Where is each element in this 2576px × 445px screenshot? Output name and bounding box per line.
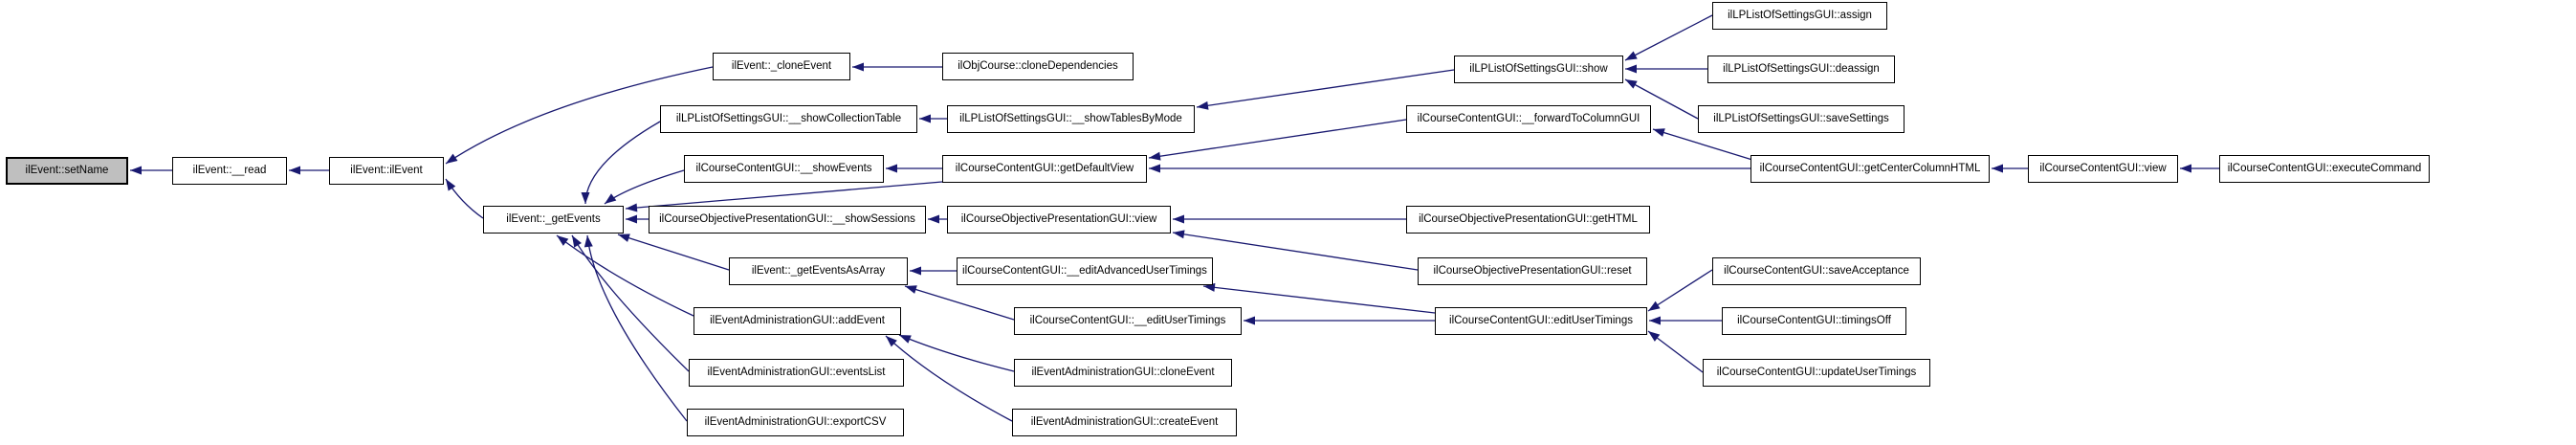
arrowhead-getevarr-to-getevents: [618, 234, 630, 242]
arrowhead-deassign-to-show: [1625, 64, 1637, 74]
arrowhead-cloneev-to-addevent: [899, 335, 912, 344]
edge-createev-to-addevent: [885, 335, 1013, 422]
graph-node-show[interactable]: ilLPListOfSettingsGUI::show: [1454, 56, 1623, 83]
graph-node-showevents[interactable]: ilCourseContentGUI::__showEvents: [684, 155, 884, 183]
arrowhead-updateut-to-editut: [1648, 331, 1661, 342]
graph-node-showtables[interactable]: ilLPListOfSettingsGUI::__showTablesByMod…: [947, 105, 1195, 133]
arrowhead-getcenter-to-forward: [1653, 128, 1665, 137]
arrowhead-timingsoff-to-editut: [1649, 316, 1661, 325]
graph-node-addevent[interactable]: ilEventAdministrationGUI::addEvent: [694, 307, 901, 335]
arrowhead-ccview-to-getcenter: [1992, 164, 2003, 173]
graph-node-ctor[interactable]: ilEvent::ilEvent: [329, 157, 444, 185]
edge-editutp-to-getevarr: [904, 285, 1015, 321]
graph-node-deassign[interactable]: ilLPListOfSettingsGUI::deassign: [1707, 56, 1895, 83]
edge-assign-to-show: [1624, 14, 1713, 61]
arrowhead-eventslist-to-getevents: [572, 235, 582, 248]
edge-exportcsv-to-getevents: [586, 234, 688, 422]
arrowhead-saveacc-to-editut: [1648, 300, 1661, 311]
graph-node-getcenter[interactable]: ilCourseContentGUI::getCenterColumnHTML: [1750, 155, 1990, 183]
graph-node-read[interactable]: ilEvent::__read: [172, 157, 287, 185]
graph-node-getdefview[interactable]: ilCourseContentGUI::getDefaultView: [942, 155, 1147, 183]
graph-node-createev[interactable]: ilEventAdministrationGUI::createEvent: [1012, 409, 1237, 436]
arrowhead-editutp-to-getevarr: [905, 285, 917, 294]
arrowhead-editadv-to-getevarr: [910, 266, 921, 276]
graph-node-clonedeps[interactable]: ilObjCourse::cloneDependencies: [942, 53, 1134, 80]
graph-node-reset[interactable]: ilCourseObjectivePresentationGUI::reset: [1418, 257, 1647, 285]
edge-saveacc-to-editut: [1647, 269, 1713, 312]
arrowhead-exportcsv-to-getevents: [583, 235, 593, 248]
arrowhead-read-to-setname: [130, 166, 142, 175]
graph-node-execcmd[interactable]: ilCourseContentGUI::executeCommand: [2219, 155, 2430, 183]
arrowhead-showsess-to-getevents: [626, 214, 637, 224]
edge-eventslist-to-getevents: [571, 234, 690, 372]
arrowhead-objview-to-showsess: [928, 214, 939, 224]
arrowhead-reset-to-objview: [1173, 230, 1185, 239]
arrowhead-getdefview-to-getevents: [626, 203, 638, 212]
edge-showevents-to-getevents: [604, 169, 685, 205]
arrowhead-getevents-to-ctor: [446, 179, 456, 191]
graph-node-eventslist[interactable]: ilEventAdministrationGUI::eventsList: [689, 359, 904, 387]
graph-node-forward[interactable]: ilCourseContentGUI::__forwardToColumnGUI: [1406, 105, 1651, 133]
graph-node-updateut[interactable]: ilCourseContentGUI::updateUserTimings: [1703, 359, 1930, 387]
arrowhead-forward-to-getdefview: [1149, 151, 1161, 161]
arrowhead-saveset-to-show: [1625, 79, 1638, 89]
arrowhead-editut-to-editutp: [1244, 316, 1255, 325]
arrowhead-clonedeps-to-cloneevs: [852, 62, 864, 72]
graph-node-editadv[interactable]: ilCourseContentGUI::__editAdvancedUserTi…: [957, 257, 1213, 285]
edge-show-to-showtables: [1196, 69, 1455, 108]
edge-addevent-to-getevents: [556, 234, 694, 317]
arrowhead-gethtml-to-objview: [1173, 214, 1184, 224]
edge-getevents-to-ctor: [445, 178, 484, 219]
graph-node-timingsoff[interactable]: ilCourseContentGUI::timingsOff: [1722, 307, 1906, 335]
arrowhead-addevent-to-getevents: [557, 235, 569, 246]
graph-node-objview[interactable]: ilCourseObjectivePresentationGUI::view: [947, 206, 1171, 234]
graph-node-gethtml[interactable]: ilCourseObjectivePresentationGUI::getHTM…: [1406, 206, 1650, 234]
graph-node-cloneevs[interactable]: ilEvent::_cloneEvent: [713, 53, 850, 80]
graph-node-exportcsv[interactable]: ilEventAdministrationGUI::exportCSV: [687, 409, 904, 436]
arrowhead-assign-to-show: [1625, 51, 1638, 60]
arrowhead-execcmd-to-ccview: [2180, 164, 2191, 173]
arrowhead-show-to-showtables: [1197, 100, 1209, 110]
edge-showcoll-to-getevents: [584, 121, 661, 205]
graph-node-showsess[interactable]: ilCourseObjectivePresentationGUI::__show…: [649, 206, 926, 234]
graph-node-showcoll[interactable]: ilLPListOfSettingsGUI::__showCollectionT…: [660, 105, 917, 133]
graph-node-editut[interactable]: ilCourseContentGUI::editUserTimings: [1435, 307, 1647, 335]
graph-node-editutp[interactable]: ilCourseContentGUI::__editUserTimings: [1014, 307, 1242, 335]
edge-getcenter-to-forward: [1652, 128, 1753, 161]
graph-node-getevents[interactable]: ilEvent::_getEvents: [483, 206, 624, 234]
arrowhead-cloneevs-to-ctor: [446, 153, 458, 164]
graph-node-ccview[interactable]: ilCourseContentGUI::view: [2028, 155, 2178, 183]
graph-node-setname: ilEvent::setName: [6, 157, 128, 185]
edge-updateut-to-editut: [1647, 330, 1704, 373]
graph-node-getevarr[interactable]: ilEvent::_getEventsAsArray: [729, 257, 908, 285]
arrowhead-ctor-to-read: [289, 166, 300, 175]
arrowhead-showevents-to-getevents: [605, 193, 617, 204]
arrowhead-getcenter-to-getdefview: [1149, 164, 1160, 173]
graph-node-cloneev[interactable]: ilEventAdministrationGUI::cloneEvent: [1014, 359, 1232, 387]
edge-getdefview-to-getevents: [625, 181, 943, 210]
arrowhead-showtables-to-showcoll: [919, 114, 931, 123]
edge-getevarr-to-getevents: [617, 234, 730, 271]
arrowhead-createev-to-addevent: [886, 336, 897, 347]
graph-node-saveset[interactable]: ilLPListOfSettingsGUI::saveSettings: [1698, 105, 1904, 133]
edge-cloneev-to-addevent: [898, 334, 1015, 372]
arrowhead-showcoll-to-getevents: [581, 192, 590, 204]
arrowhead-getdefview-to-showevents: [886, 164, 897, 173]
graph-node-saveacc[interactable]: ilCourseContentGUI::saveAcceptance: [1712, 257, 1921, 285]
graph-node-assign[interactable]: ilLPListOfSettingsGUI::assign: [1712, 2, 1887, 30]
